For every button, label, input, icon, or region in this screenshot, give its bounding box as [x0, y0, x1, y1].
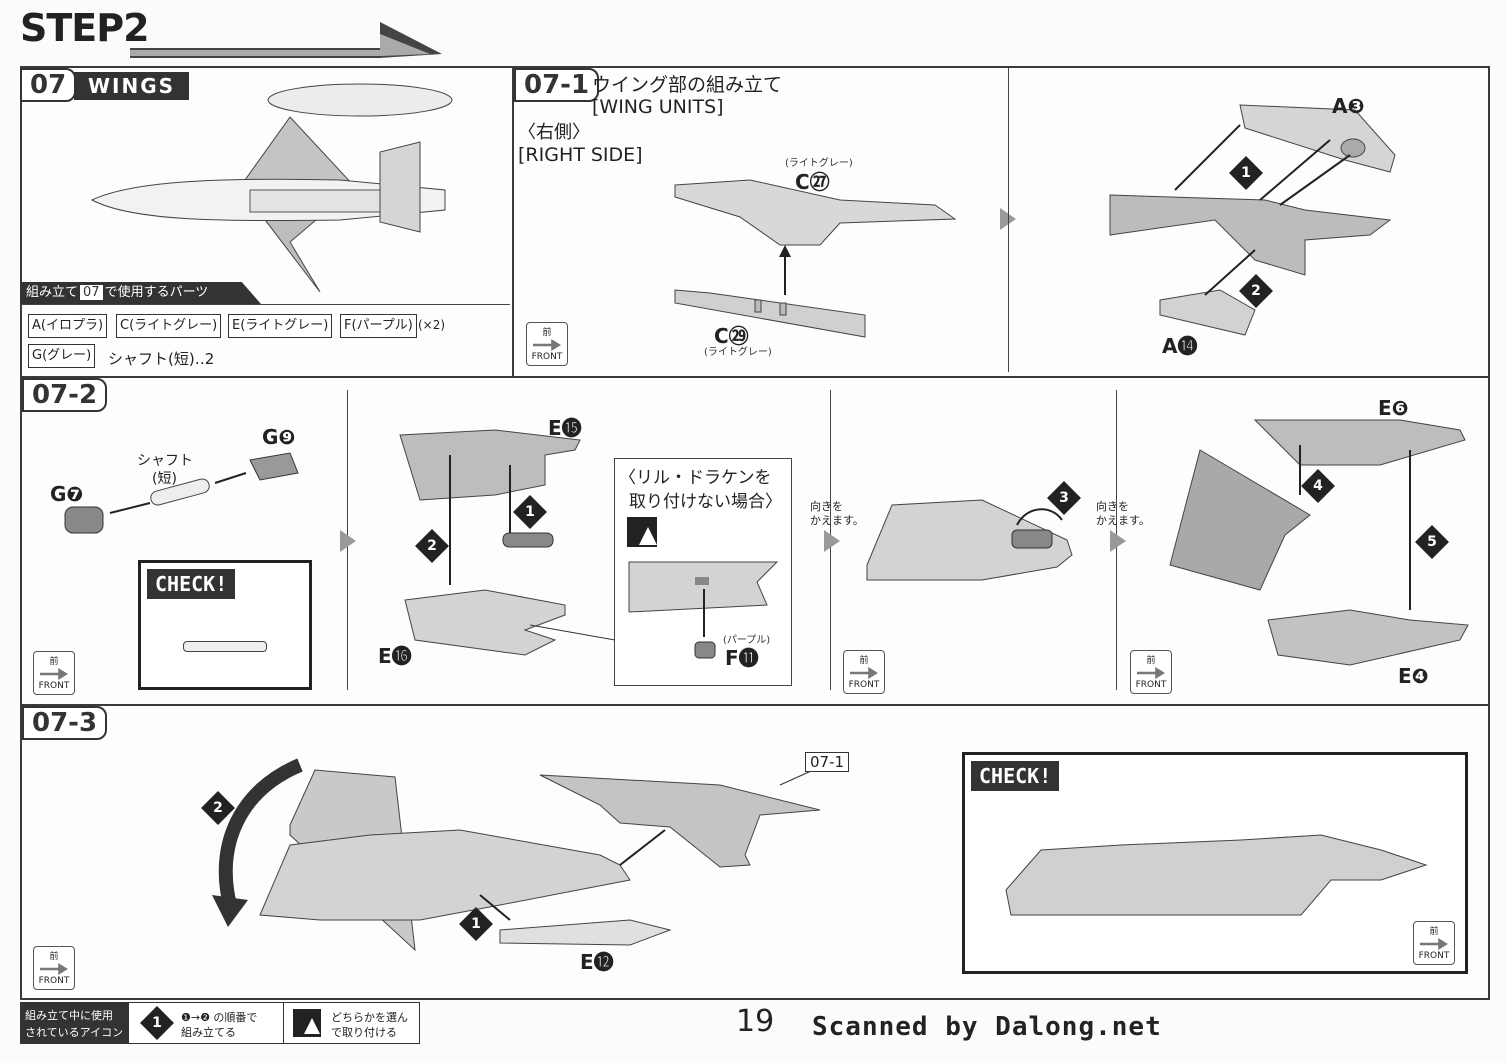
lil-draken-box: 〈リル・ドラケンを 取り付けない場合〉 (パープル) F⓫ [614, 458, 792, 686]
order-icon: 1 [140, 1006, 174, 1040]
choose-legend-icon [293, 1009, 321, 1037]
part-c: C(ライトグレー) [116, 314, 222, 338]
wing-parts-c27-c29 [674, 179, 957, 338]
icon-legend: 組み立て中に使用 されているアイコン 1 ❶→❷ の順番で 組み立てる どちらか… [20, 1002, 420, 1044]
label-a14: A⓮ [1162, 334, 1198, 358]
c29-color: (ライトグレー) [704, 347, 772, 358]
shaft-label-a: シャフト [137, 453, 193, 469]
label-g9: G❾ [262, 425, 296, 449]
order-marker-072-3: 3 [1047, 481, 1081, 515]
step-tag-07-3: 07-3 [22, 706, 108, 740]
step-arrow-072b [824, 530, 840, 552]
legend-order-a: ❶→❷ の順番で [181, 1011, 258, 1024]
turn-note-2b: かえます。 [1096, 514, 1150, 527]
legend-label-a: 組み立て中に使用 [25, 1009, 113, 1022]
lil-draken-title-b: 取り付けない場合〉 [629, 492, 782, 512]
check-box-072: CHECK! [138, 560, 312, 690]
step-tag-07: 07 [20, 68, 77, 102]
f11-color: (パープル) [723, 635, 771, 646]
turn-note-1a: 向きを [810, 500, 843, 513]
label-e6: E❻ [1378, 396, 1409, 420]
scan-credit: Scanned by Dalong.net [812, 1012, 1162, 1042]
step-tag-07-2: 07-2 [22, 378, 108, 412]
lil-draken-title-a: 〈リル・ドラケンを [619, 468, 772, 488]
wing-e6-e4-assembly [1169, 419, 1469, 666]
step-arrow-072a [340, 530, 356, 552]
aircraft-illustration [90, 83, 453, 293]
wing-units-title-en: [WING UNITS] [592, 96, 724, 118]
order-marker-1: 1 [1229, 156, 1263, 190]
label-f11: F⓫ [725, 646, 759, 670]
order-marker-2: 2 [1239, 274, 1273, 308]
part-f: F(パープル) [340, 314, 417, 338]
wing-flip-step [866, 499, 1073, 581]
wing-final-assembly [212, 758, 821, 952]
order-marker-072-1: 1 [513, 495, 547, 529]
step-arrow-072c [1110, 530, 1126, 552]
order-marker-073-2: 2 [201, 791, 235, 825]
parts-count: (×2) [418, 318, 446, 332]
legend-choose-a: どちらかを選ん [331, 1011, 408, 1024]
wing-units-title-jp: ウイング部の組み立て [592, 74, 783, 96]
step-title: STEP2 [20, 6, 150, 50]
order-marker-072-5: 5 [1415, 525, 1449, 559]
wing-assembly-a3-a14 [1109, 104, 1396, 336]
wings-title: WINGS [74, 72, 190, 100]
turn-note-1b: かえます。 [810, 514, 864, 527]
wing-plates-e15-e16 [399, 429, 616, 656]
right-side-en: [RIGHT SIDE] [518, 144, 643, 166]
c27-color: (ライトグレー) [785, 158, 853, 169]
legend-choose-b: で取り付ける [331, 1026, 397, 1039]
divider-071 [1008, 68, 1009, 372]
label-g7: G❼ [50, 482, 84, 506]
label-c27: C㉗ [795, 170, 830, 194]
step-tag-07-1: 07-1 [514, 68, 600, 102]
label-e4: E❹ [1398, 664, 1429, 688]
shaft-count: シャフト(短)‥2 [108, 350, 215, 368]
right-side-jp: 〈右側〉 [518, 122, 590, 143]
label-c29: C㉙ [714, 324, 749, 348]
turn-note-2a: 向きを [1096, 500, 1129, 513]
part-a: A(イロプラ) [28, 314, 108, 338]
page-number: 19 [736, 1004, 775, 1039]
order-marker-072-4: 4 [1301, 469, 1335, 503]
shaft-label-b: (短) [152, 471, 177, 487]
choose-icon [627, 517, 657, 547]
parts-divider [20, 304, 510, 305]
part-e: E(ライトグレー) [228, 314, 333, 338]
label-a3: A❸ [1332, 94, 1365, 118]
legend-label-b: されているアイコン [25, 1026, 124, 1039]
part-g: G(グレー) [28, 344, 96, 368]
order-marker-073-1: 1 [459, 907, 493, 941]
step-arrow [130, 22, 442, 58]
ref-07-1: 07-1 [805, 752, 850, 772]
order-marker-072-2: 2 [415, 529, 449, 563]
label-e15: E⓯ [548, 416, 582, 440]
label-e16: E⓰ [378, 644, 412, 668]
label-e12: E⓬ [580, 950, 614, 974]
legend-order-b: 組み立てる [181, 1026, 236, 1039]
shaft-assembly [64, 452, 299, 534]
